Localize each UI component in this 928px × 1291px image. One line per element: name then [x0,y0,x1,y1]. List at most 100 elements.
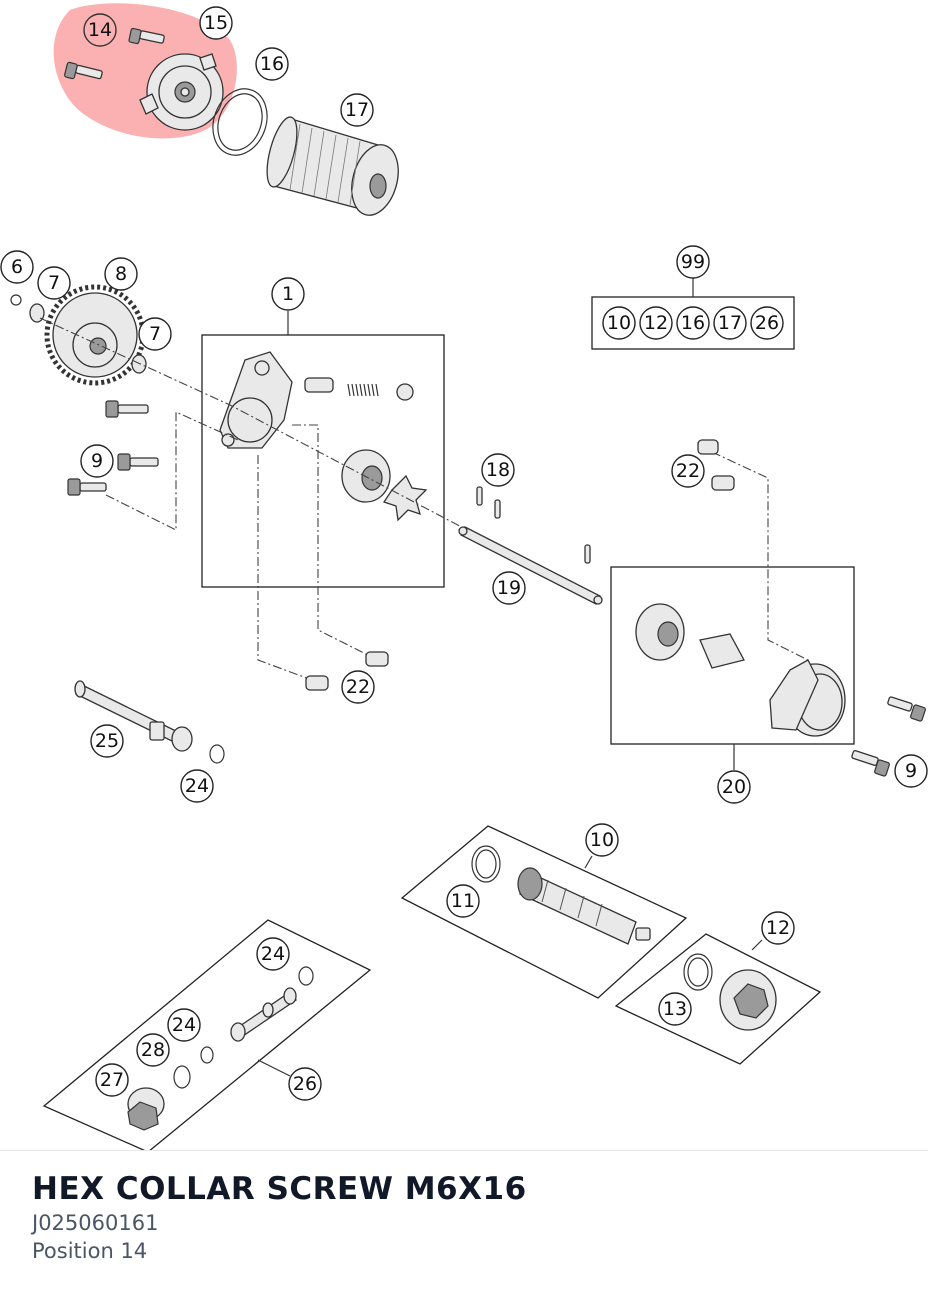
callout-28[interactable]: 28 [136,1033,170,1067]
callout-22-left[interactable]: 22 [341,670,375,704]
callout-17[interactable]: 17 [340,93,374,127]
svg-text:22: 22 [346,676,370,698]
svg-text:24: 24 [261,943,285,965]
o-ring-28 [173,1065,191,1089]
svg-text:24: 24 [185,775,209,797]
svg-text:26: 26 [293,1073,317,1095]
pin-18-b [494,499,501,519]
small-washer [396,383,414,401]
hex-collar-screw-upper[interactable] [128,27,165,45]
callout-1[interactable]: 1 [271,277,305,311]
exploded-parts-diagram: 14 15 16 17 99 10 12 16 17 26 6 7 8 7 1 … [0,3,928,1150]
o-ring-24-top [298,966,314,986]
callout-7-right[interactable]: 7 [138,317,172,351]
svg-text:12: 12 [766,917,790,939]
svg-text:28: 28 [141,1039,165,1061]
kit-item-12[interactable]: 12 [639,306,673,340]
svg-text:20: 20 [722,776,746,798]
svg-text:1: 1 [282,283,294,305]
pin-18-c [584,544,591,564]
screw-9-left-a [105,400,149,418]
svg-text:99: 99 [681,251,705,273]
oil-filter [266,116,399,216]
callout-7-left[interactable]: 7 [37,266,71,300]
svg-text:19: 19 [497,577,521,599]
svg-text:10: 10 [590,829,614,851]
callout-9-right[interactable]: 9 [894,754,928,788]
callout-12[interactable]: 12 [761,911,795,945]
screw-9-left-b [117,453,159,471]
rotor-20-outer [635,603,685,661]
oil-filter-insert-box [400,825,688,999]
o-ring-16 [212,88,268,156]
callout-24-top[interactable]: 24 [256,937,290,971]
svg-text:9: 9 [905,760,917,782]
callout-8[interactable]: 8 [104,257,138,291]
callout-27[interactable]: 27 [95,1063,129,1097]
dowel-pin-22-upper-b [711,475,735,491]
hex-collar-screw-lower[interactable] [64,61,103,80]
o-ring-24-mid [209,744,225,764]
callout-19[interactable]: 19 [492,571,526,605]
pump-rotor-outer [341,449,391,503]
svg-text:14: 14 [88,19,112,41]
svg-text:12: 12 [644,312,668,334]
svg-text:11: 11 [451,890,475,912]
svg-text:22: 22 [676,460,700,482]
pump-housing [219,351,293,449]
valve-kit-box-26 [42,919,372,1150]
callout-24-mid[interactable]: 24 [180,769,214,803]
oil-pipe-25 [74,680,193,752]
kit-item-10[interactable]: 10 [602,306,636,340]
callout-18[interactable]: 18 [481,453,515,487]
svg-text:6: 6 [11,256,23,278]
pump-rotor-inner [382,474,428,522]
dowel-pin-22-lower-a [305,675,329,691]
screw-9-right-b [851,750,890,777]
callout-20[interactable]: 20 [717,770,751,804]
bushing [304,377,334,393]
part-number: J025060161 [32,1211,159,1235]
callout-10[interactable]: 10 [585,823,619,857]
pump-cover-20 [769,659,846,737]
svg-text:25: 25 [95,730,119,752]
svg-text:26: 26 [755,312,779,334]
screw-9-right-a [887,696,926,722]
callout-14[interactable]: 14 [83,13,117,47]
callout-6[interactable]: 6 [0,250,34,284]
callout-99[interactable]: 99 [676,245,710,279]
plug-box-12 [614,933,822,1065]
kit-item-26[interactable]: 26 [750,306,784,340]
callout-9-left[interactable]: 9 [80,444,114,478]
svg-text:16: 16 [260,53,284,75]
part-title: HEX COLLAR SCREW M6X16 [32,1171,527,1207]
svg-text:7: 7 [149,323,161,345]
pin-18-a [476,486,483,506]
callout-16[interactable]: 16 [255,47,289,81]
part-position: Position 14 [32,1239,148,1263]
kit-item-16[interactable]: 16 [676,306,710,340]
filter-insert-10 [517,867,651,945]
callout-26[interactable]: 26 [288,1067,322,1101]
svg-text:10: 10 [607,312,631,334]
oil-pump-box [201,334,445,588]
callout-24-low[interactable]: 24 [167,1008,201,1042]
callout-15[interactable]: 15 [199,6,233,40]
svg-text:7: 7 [48,272,60,294]
o-ring-11 [471,845,501,883]
callout-11[interactable]: 11 [446,884,480,918]
spring [347,383,379,397]
kit-item-17[interactable]: 17 [713,306,747,340]
callout-13[interactable]: 13 [658,992,692,1026]
washer-7-left [29,303,45,323]
callout-22-right[interactable]: 22 [671,454,705,488]
svg-text:13: 13 [663,998,687,1020]
svg-text:17: 17 [345,99,369,121]
screw-9-left-c [67,478,107,496]
svg-text:17: 17 [718,312,742,334]
svg-text:27: 27 [100,1069,124,1091]
washer-7-right [131,354,147,374]
callout-25[interactable]: 25 [90,724,124,758]
svg-text:9: 9 [91,450,103,472]
o-ring-24-low [200,1046,214,1064]
